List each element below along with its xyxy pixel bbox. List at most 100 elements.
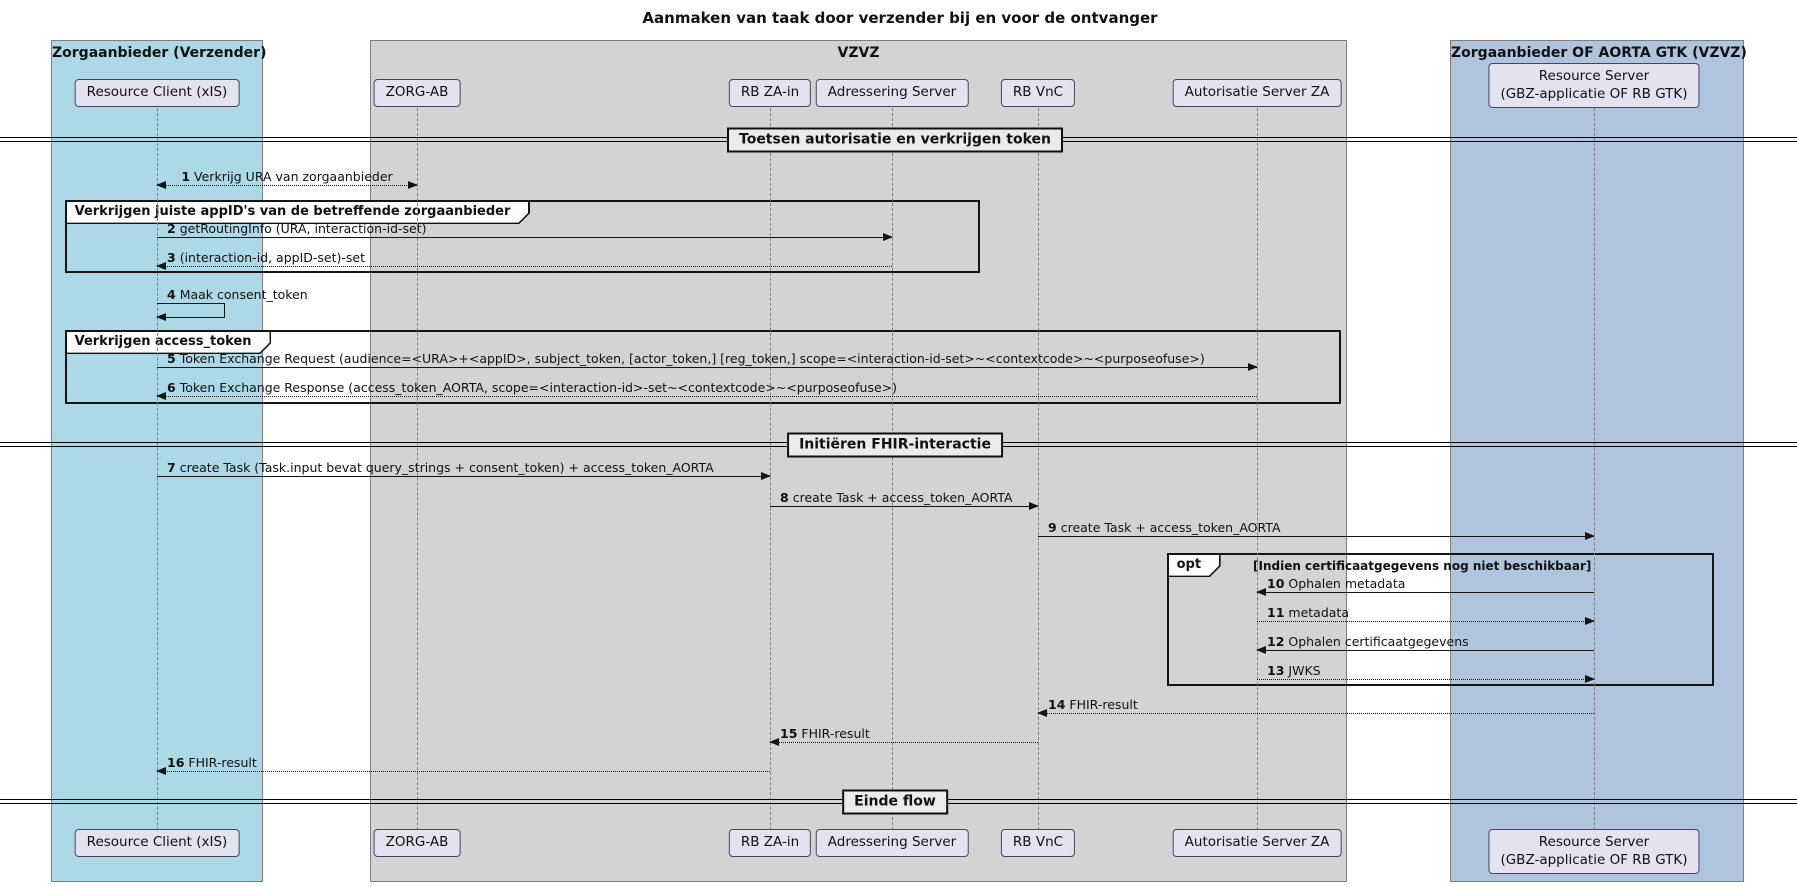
group-opt-certificaatgegevens: opt [Indien certificaatgegevens nog niet… [1167,553,1714,686]
message-arrow-16 [156,767,770,776]
participant-resource-server-top: Resource Server (GBZ-applicatie OF RB GT… [1488,63,1700,109]
message-arrow-11 [1257,617,1595,626]
message-arrow-9 [1038,532,1595,541]
message-number: 9 [1048,520,1057,535]
message-text: create Task + access_token_AORTA [1060,520,1281,535]
frame-receiver: Zorgaanbieder OF AORTA GTK (VZVZ) [1450,40,1747,882]
participant-autorisatie-server-bottom: Autorisatie Server ZA [1172,829,1342,857]
lifeline-autorisatie-server [1257,108,1258,830]
message-text: FHIR-result [1069,697,1138,712]
group-header-label: Verkrijgen access_token [67,332,270,353]
participant-adressering-server-top: Adressering Server [815,79,969,107]
message-arrow-5 [157,363,1258,372]
message-text: (interaction-id, appID-set)-set [179,250,365,265]
message-arrow-4-self [156,303,225,321]
arrowhead-left-icon [769,738,779,747]
lifeline-resource-client [157,108,158,830]
group-header: Verkrijgen access_token [65,330,271,354]
arrowhead-right-icon [408,181,418,190]
message-text: Ophalen metadata [1288,576,1406,591]
participant-autorisatie-server-top: Autorisatie Server ZA [1172,79,1342,107]
participant-rb-za-in-bottom: RB ZA-in [728,829,812,857]
group-header: Verkrijgen juiste appID's van de betreff… [65,200,530,224]
message-arrow-14 [1037,709,1594,718]
message-number: 5 [167,351,176,366]
lifeline-rb-vnc [1038,108,1039,830]
lifeline-zorg-ab [417,108,418,830]
arrowhead-right-icon [883,233,893,242]
arrowhead-left-icon [1256,646,1266,655]
divider-label-initieren-fhir: Initiëren FHIR-interactie [787,432,1003,458]
participant-adressering-server-bottom: Adressering Server [815,829,969,857]
message-number: 15 [780,726,798,741]
participant-zorg-ab-bottom: ZORG-AB [373,829,461,857]
group-header: opt [1167,553,1221,577]
group-verkrijgen-appids: Verkrijgen juiste appID's van de betreff… [65,200,980,273]
participant-resource-client-top: Resource Client (xIS) [74,79,240,107]
arrowhead-left-icon [156,392,166,401]
frame-receiver-label: Zorgaanbieder OF AORTA GTK (VZVZ) [1451,45,1747,61]
message-text: FHIR-result [801,726,870,741]
message-text: JWKS [1288,663,1321,678]
frame-vzvz-label: VZVZ [837,45,880,61]
message-text: Token Exchange Response (access_token_AO… [179,380,898,395]
message-number: 3 [167,250,176,265]
lifeline-rb-za-in [770,108,771,830]
arrowhead-left-icon [156,181,166,190]
arrowhead-left-icon [156,313,166,321]
message-text: Token Exchange Request (audience=<URA>+<… [179,351,1205,366]
group-verkrijgen-access-token: Verkrijgen access_token [65,330,1341,404]
divider-label-einde-flow: Einde flow [842,789,948,815]
message-number: 8 [780,490,789,505]
message-arrow-6 [156,392,1257,401]
message-label-3: 3(interaction-id, appID-set)-set [167,250,365,265]
message-text: create Task + access_token_AORTA [792,490,1013,505]
message-arrow-10 [1256,588,1594,597]
divider-label-toetsen-autorisatie: Toetsen autorisatie en verkrijgen token [727,127,1063,153]
participant-zorg-ab-top: ZORG-AB [373,79,461,107]
arrowhead-right-icon [1248,363,1258,372]
message-text: create Task (Task.input bevat query_stri… [179,460,714,475]
arrowhead-left-icon [1037,709,1047,718]
arrowhead-left-icon [156,262,166,271]
participant-rb-vnc-top: RB VnC [1000,79,1076,107]
arrowhead-left-icon [1256,588,1266,597]
message-number: 16 [167,755,185,770]
message-number: 11 [1267,605,1285,620]
message-number: 12 [1267,634,1285,649]
participant-rb-za-in-top: RB ZA-in [728,79,812,107]
diagram-title: Aanmaken van taak door verzender bij en … [642,9,1158,27]
message-arrow-3 [156,262,892,271]
participant-resource-client-bottom: Resource Client (xIS) [74,829,240,857]
message-arrow-15 [769,738,1038,747]
message-number: 14 [1048,697,1066,712]
lifeline-resource-server [1594,108,1595,830]
message-arrow-8 [770,502,1039,511]
arrowhead-left-icon [156,767,166,776]
message-arrow-7 [157,472,771,481]
message-text: Maak consent_token [179,287,308,302]
message-text: FHIR-result [188,755,257,770]
message-text: Ophalen certificaatgegevens [1288,634,1469,649]
message-number: 4 [167,287,176,302]
message-text: Verkrijg URA van zorgaanbieder [194,169,393,184]
message-arrow-2 [157,233,893,242]
frame-vzvz: VZVZ [370,40,1347,882]
opt-keyword: opt [1169,555,1219,576]
group-header-label: Verkrijgen juiste appID's van de betreff… [67,202,529,223]
frame-sender-label: Zorgaanbieder (Verzender) [52,45,267,61]
message-arrow-1 [156,181,418,190]
